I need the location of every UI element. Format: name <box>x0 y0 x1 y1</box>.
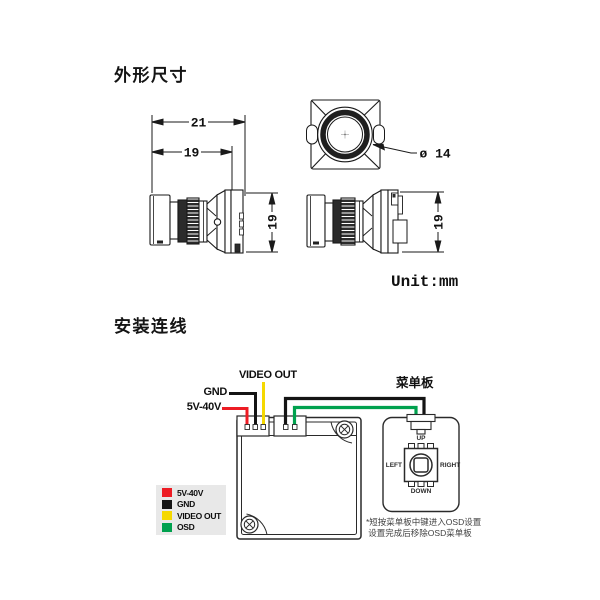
menu-board-label: 菜单板 <box>396 376 434 390</box>
left-vertical-dimension <box>246 192 279 253</box>
pcb-board <box>236 415 362 540</box>
ground-wire <box>229 392 257 425</box>
menu-board <box>382 413 460 513</box>
unit-label: Unit:mm <box>391 273 459 291</box>
camera-side-view-right <box>306 189 408 254</box>
legend-gnd-label: GND <box>177 499 195 510</box>
right-vertical-dimension <box>400 191 445 253</box>
power-color-swatch <box>162 488 172 498</box>
osd-color-swatch <box>162 522 172 532</box>
menu-ground-wire <box>283 396 426 425</box>
dimensions-section-title: 外形尺寸 <box>114 66 188 85</box>
dim-width-inner: 19 <box>184 146 200 161</box>
legend-row-osd: OSD <box>162 522 226 534</box>
legend-row-power: 5V-40V <box>162 487 226 499</box>
dim-height-right: 19 <box>432 214 447 230</box>
legend-power-label: 5V-40V <box>177 487 204 498</box>
osd-wire <box>292 405 418 425</box>
wires <box>222 382 426 425</box>
dim-width-outer: 21 <box>191 116 207 131</box>
dim-height-left: 19 <box>266 214 281 230</box>
horizontal-dimensions <box>151 115 246 196</box>
wiring-section-title: 安装连线 <box>114 317 188 336</box>
legend-row-video: VIDEO OUT <box>162 510 226 522</box>
wire-color-legend: 5V-40V GND VIDEO OUT OSD <box>156 485 226 535</box>
nav-up-label: UP <box>416 435 426 442</box>
power-wire <box>222 407 249 425</box>
osd-note-line1: *短按菜单板中键进入OSD设置 <box>366 517 482 527</box>
video-out-label: VIDEO OUT <box>239 369 297 381</box>
dim-lens-diameter: ø 14 <box>420 147 451 162</box>
osd-note-line2: 设置完成后移除OSD菜单板 <box>368 528 472 538</box>
lens-diameter-leader <box>372 143 417 154</box>
legend-video-label: VIDEO OUT <box>177 510 222 521</box>
power-label: 5V-40V <box>186 401 222 413</box>
camera-front-view <box>306 99 385 170</box>
camera-side-view-left <box>149 189 244 254</box>
gnd-color-swatch <box>162 499 172 509</box>
connector-pins <box>244 424 298 430</box>
gnd-label: GND <box>203 386 227 398</box>
nav-down-label: DOWN <box>410 488 432 495</box>
legend-row-gnd: GND <box>162 499 226 511</box>
nav-left-label: LEFT <box>385 461 402 469</box>
nav-right-label: RIGHT <box>440 461 461 469</box>
legend-osd-label: OSD <box>177 522 195 533</box>
video-color-swatch <box>162 511 172 521</box>
